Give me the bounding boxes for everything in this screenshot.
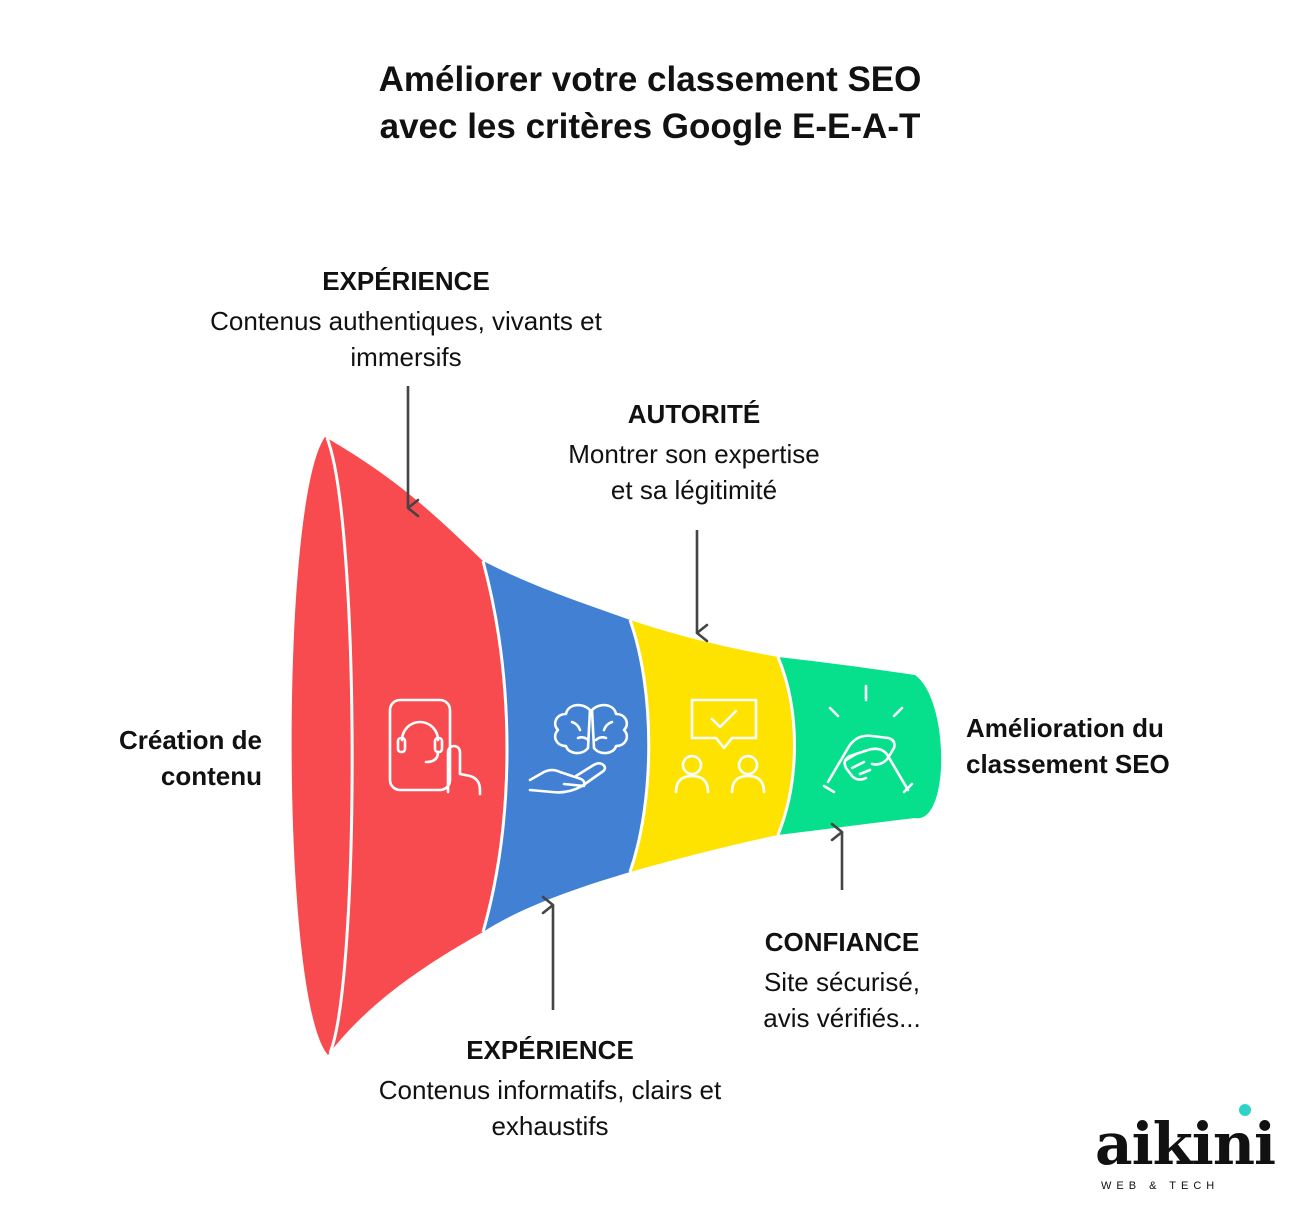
title-line-1: Améliorer votre classement SEO [378,60,922,99]
funnel-stage-4 [778,657,942,835]
callout-heading: EXPÉRIENCE [466,1035,634,1065]
funnel-divider-2 [628,619,651,873]
funnel-divider-3 [776,656,796,836]
presentation-audience-icon [674,698,766,794]
handshake-icon [822,684,914,794]
page-title: Améliorer votre classement SEO avec les … [0,56,1300,150]
title-line-2: avec les critères Google E-E-A-T [379,107,921,146]
funnel-stage-3 [630,620,795,872]
input-label: Création de contenu [60,722,262,794]
input-label-line: contenu [160,761,262,791]
logo-dot [1239,1104,1251,1116]
logo-tagline: WEB & TECH [1101,1180,1220,1192]
aikini-logo: aikini WEB & TECH [1095,1100,1276,1200]
input-label-line: Création de [118,725,262,755]
callout-desc-line: et sa légitimité [610,475,778,505]
callout-heading: AUTORITÉ [627,399,761,429]
callout-description: Contenus informatifs, clairs et exhausti… [320,1072,780,1144]
callout-autorite: AUTORITÉ Montrer son expertise et sa lég… [494,398,894,508]
callout-desc-line: exhaustifs [491,1111,609,1141]
callout-description: Site sécurisé, avis vérifiés... [712,964,972,1036]
callout-desc-line: Montrer son expertise [568,439,820,469]
funnel-stage-1 [291,437,507,1055]
output-label-line: Amélioration du [966,713,1164,743]
output-label: Amélioration du classement SEO [966,710,1226,782]
callout-description: Contenus authentiques, vivants et immers… [156,303,656,375]
funnel-divider-1 [481,560,509,933]
funnel-rim-edge [325,437,354,1054]
callout-heading: CONFIANCE [764,927,920,957]
callout-desc-line: avis vérifiés... [763,1003,921,1033]
callout-heading: EXPÉRIENCE [322,266,490,296]
callout-desc-line: Contenus authentiques, vivants et [210,306,602,336]
brain-hand-icon [528,703,629,794]
support-touch-icon [388,698,482,796]
logo-wordmark: aikini [1095,1110,1276,1178]
callout-experience-bottom: EXPÉRIENCE Contenus informatifs, clairs … [320,1034,780,1144]
callout-desc-line: Contenus informatifs, clairs et [378,1075,722,1105]
output-label-line: classement SEO [966,749,1170,779]
callout-experience-top: EXPÉRIENCE Contenus authentiques, vivant… [156,265,656,375]
callout-desc-line: Site sécurisé, [763,967,921,997]
callout-confiance: CONFIANCE Site sécurisé, avis vérifiés..… [712,926,972,1036]
callout-description: Montrer son expertise et sa légitimité [494,436,894,508]
callout-desc-line: immersifs [350,342,462,372]
